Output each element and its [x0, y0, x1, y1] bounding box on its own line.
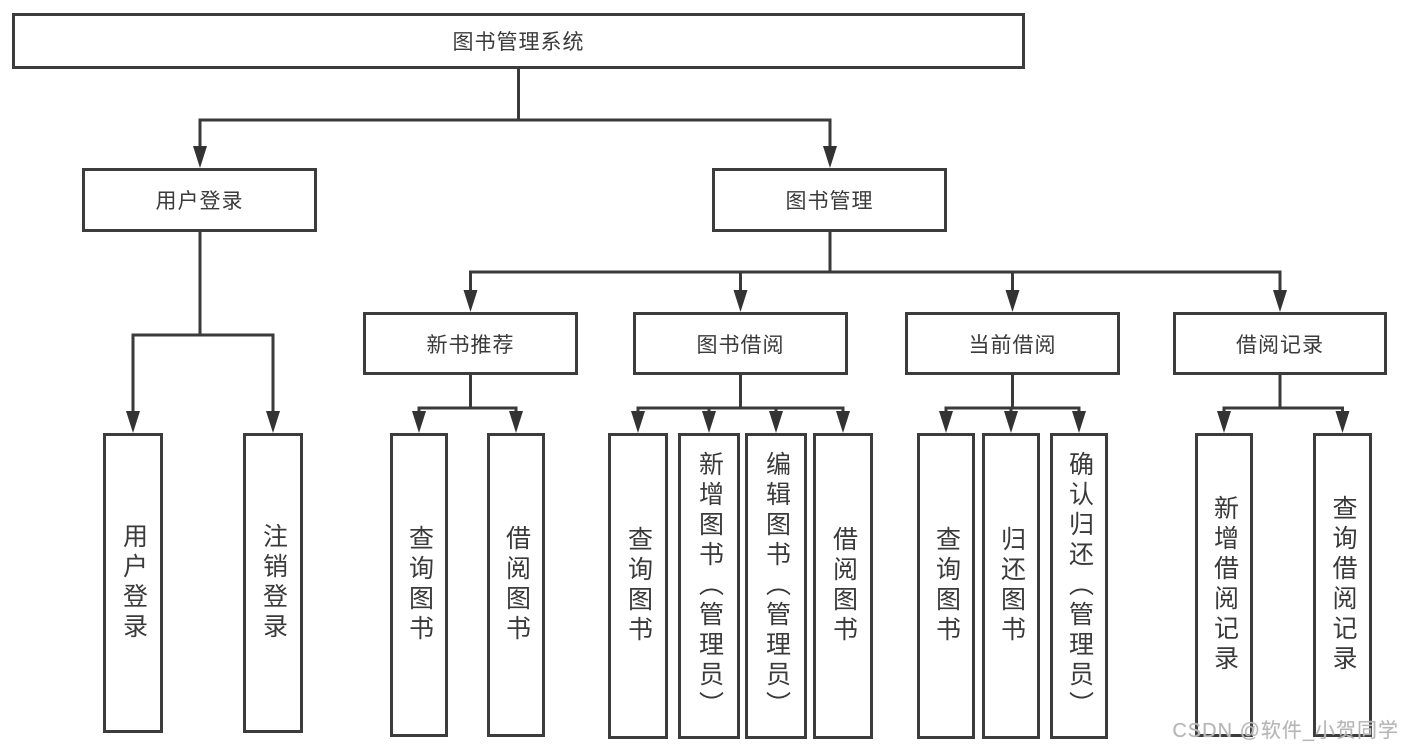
leaf-user-login: 用户登录 [103, 433, 163, 733]
leaf-query-books: 查询图书 [390, 433, 448, 737]
leaf-borrow-books: 借阅图书 [813, 433, 873, 739]
node-book-borrowing: 图书借阅 [633, 312, 848, 375]
node-new-book-recommend: 新书推荐 [363, 312, 578, 375]
leaf-confirm-return-admin: 确认归还（管理员） [1050, 433, 1108, 739]
leaf-logout: 注销登录 [243, 433, 303, 733]
leaf-add-borrow-record: 新增借阅记录 [1195, 433, 1253, 737]
leaf-return-books: 归还图书 [982, 433, 1040, 739]
node-borrowing-records: 借阅记录 [1173, 312, 1387, 375]
node-library-management-system: 图书管理系统 [12, 13, 1025, 69]
csdn-watermark: CSDN @软件_小贺同学 [1172, 720, 1399, 742]
leaf-query-books: 查询图书 [608, 433, 668, 739]
node-current-borrowing: 当前借阅 [905, 312, 1120, 375]
node-book-management: 图书管理 [712, 168, 947, 232]
leaf-query-books: 查询图书 [917, 433, 975, 739]
leaf-edit-book-admin: 编辑图书（管理员） [745, 433, 807, 739]
leaf-query-borrow-record: 查询借阅记录 [1313, 433, 1372, 737]
node-user-login: 用户登录 [82, 168, 317, 232]
leaf-borrow-books: 借阅图书 [487, 433, 545, 737]
arrowheads [126, 146, 1350, 433]
leaf-add-book-admin: 新增图书（管理员） [678, 433, 740, 739]
